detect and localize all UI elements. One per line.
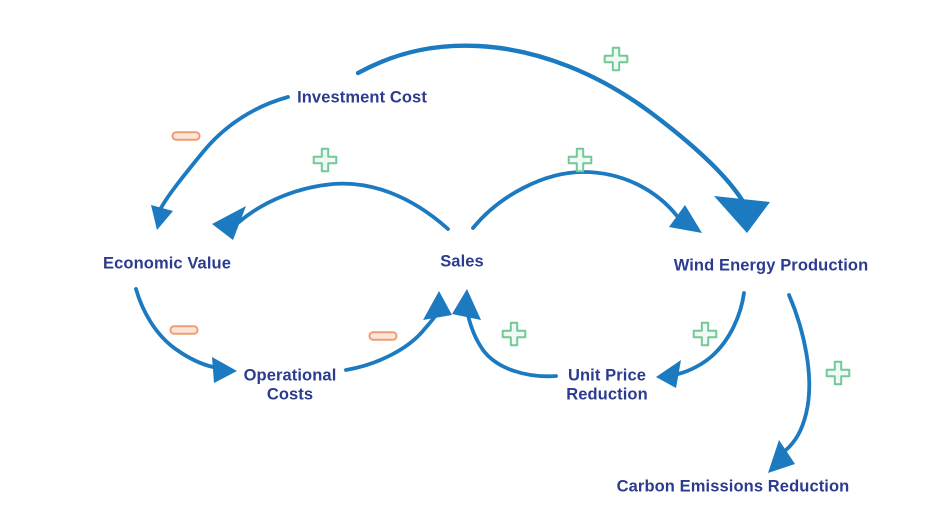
arrowhead-operational-costs [212,357,237,383]
edge-wind-energy-production-to-carbon-emissions-reduction [784,293,812,452]
node-economic-value: Economic Value [103,254,231,273]
arrowhead-sales-left [423,291,452,320]
plus-icon [603,46,630,73]
minus-icon [169,325,199,336]
plus-icon [825,360,852,387]
node-unit-price-reduction: Unit Price Reduction [566,366,648,404]
edge-wind-energy-production-to-unit-price-reduction [676,291,746,376]
arrowhead-wind-energy-production-small [669,205,702,233]
arrowhead-carbon-emissions-reduction [768,440,795,473]
plus-icon [312,147,339,174]
edge-sales-to-economic-value [237,181,450,231]
node-carbon-emissions-reduction: Carbon Emissions Reduction [616,477,850,496]
node-sales: Sales [440,252,484,271]
arrowhead-sales-right [452,289,481,320]
edge-unit-price-reduction-to-sales [466,313,558,379]
edge-investment-cost-to-wind-energy-production [355,43,745,203]
node-investment-cost: Investment Cost [297,88,427,107]
plus-icon [567,147,594,174]
arrowhead-wind-energy-production-large [714,196,770,233]
edge-investment-cost-to-economic-value [159,95,290,210]
node-wind-energy-production: Wind Energy Production [673,256,869,275]
edge-operational-costs-to-sales [344,313,438,372]
node-operational-costs: Operational Costs [243,366,337,404]
minus-icon [171,131,201,142]
arrowhead-unit-price-reduction [656,360,681,388]
arrowhead-economic-value-left [151,205,173,230]
minus-icon [368,331,398,342]
edge-sales-to-wind-energy-production [471,170,679,230]
plus-icon [692,321,719,348]
arrowhead-economic-value-right [212,206,246,240]
plus-icon [501,321,528,348]
edge-economic-value-to-operational-costs [134,287,215,369]
